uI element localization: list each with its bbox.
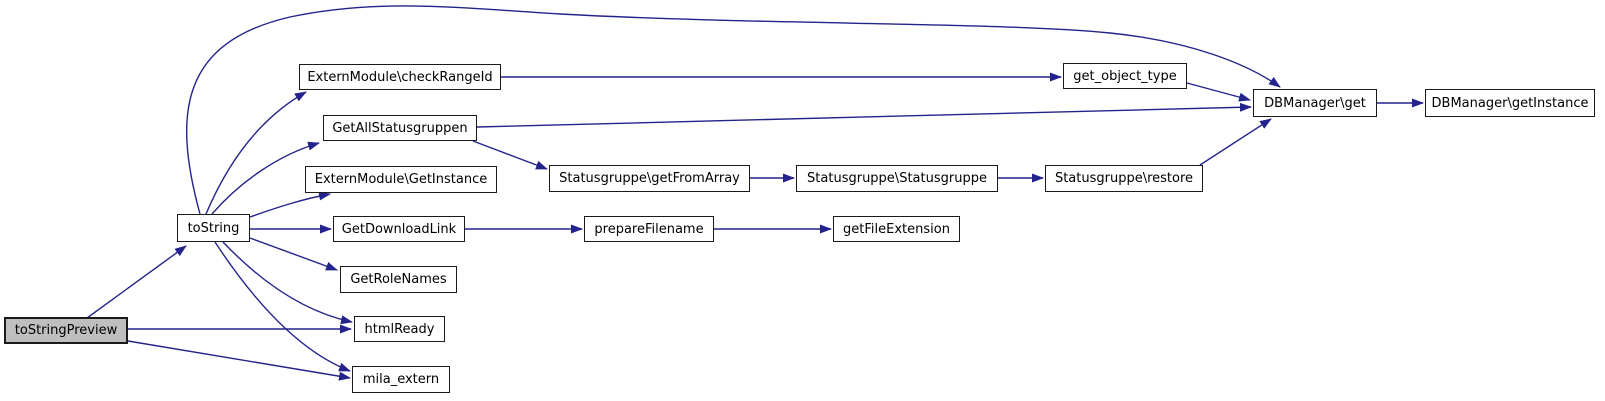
node-toString[interactable]: toString	[177, 214, 250, 242]
node-get-download-link[interactable]: GetDownloadLink	[333, 216, 465, 242]
node-label-dbGet: DBManager\get	[1264, 95, 1366, 111]
node-mila-extern[interactable]: mila_extern	[352, 366, 450, 393]
node-label-restore: Statusgruppe\restore	[1054, 171, 1194, 186]
edge-toString-getAllStatusgruppen	[211, 141, 320, 215]
edge-restore-dbGet	[1199, 118, 1272, 166]
node-label-getFromArray: Statusgruppe\getFromArray	[559, 171, 740, 186]
node-get-role-names[interactable]: GetRoleNames	[340, 266, 457, 293]
edge-toString-milaExtern	[214, 241, 351, 372]
edge-toStringPreview-toString	[86, 245, 187, 319]
edge-getAllStatusgruppen-dbGet	[476, 102, 1252, 128]
node-dbmanager-get-instance[interactable]: DBManager\getInstance	[1425, 89, 1595, 117]
node-extern-module-get-instance[interactable]: ExternModule\GetInstance	[305, 166, 497, 193]
node-get-all-statusgruppen[interactable]: GetAllStatusgruppen	[323, 115, 477, 141]
edge-toString-checkRangeId	[205, 91, 307, 215]
node-label-getDownloadLink: GetDownloadLink	[341, 221, 457, 237]
node-get-object-type[interactable]: get_object_type	[1063, 63, 1187, 89]
node-toStringPreview: toStringPreview	[4, 317, 128, 344]
node-get-file-extension[interactable]: getFileExtension	[833, 216, 960, 242]
edge-toString-getRoleNames	[249, 237, 338, 271]
node-label-dbGetInstance: DBManager\getInstance	[1431, 95, 1589, 111]
node-label-toStringPreview: toStringPreview	[14, 323, 118, 338]
node-statusgruppe-restore[interactable]: Statusgruppe\restore	[1045, 165, 1203, 192]
edge-getObjectType-dbGet	[1186, 82, 1251, 102]
node-extern-module-check-range-id[interactable]: ExternModule\checkRangeId	[299, 64, 501, 90]
node-label-externGetInstance: ExternModule\GetInstance	[314, 172, 488, 187]
edge-toString-externGetInstance	[249, 191, 331, 218]
edge-getAllStatusgruppen-getFromArray	[472, 140, 548, 170]
edge-toString-htmlReady	[222, 241, 353, 325]
node-label-prepareFilename: prepareFilename	[594, 221, 704, 237]
node-statusgruppe-get-from-array[interactable]: Statusgruppe\getFromArray	[549, 165, 750, 192]
node-label-getAllStatusgruppen: GetAllStatusgruppen	[332, 120, 468, 136]
node-label-checkRangeId: ExternModule\checkRangeId	[307, 69, 493, 85]
node-dbmanager-get[interactable]: DBManager\get	[1253, 89, 1377, 117]
node-html-ready[interactable]: htmlReady	[354, 316, 445, 342]
node-label-statusgruppe: Statusgruppe\Statusgruppe	[807, 171, 987, 186]
edge-toStringPreview-milaExtern	[127, 340, 351, 381]
node-label-htmlReady: htmlReady	[364, 321, 435, 337]
edge-toString-dbGet	[185, 5, 1281, 215]
node-label-getObjectType: get_object_type	[1073, 68, 1177, 84]
node-label-milaExtern: mila_extern	[362, 372, 440, 387]
node-label-getFileExtension: getFileExtension	[843, 221, 950, 237]
node-label-getRoleNames: GetRoleNames	[350, 272, 447, 287]
node-prepare-filename[interactable]: prepareFilename	[584, 216, 714, 242]
node-label-toString: toString	[187, 220, 240, 236]
node-statusgruppe-statusgruppe[interactable]: Statusgruppe\Statusgruppe	[796, 165, 998, 192]
